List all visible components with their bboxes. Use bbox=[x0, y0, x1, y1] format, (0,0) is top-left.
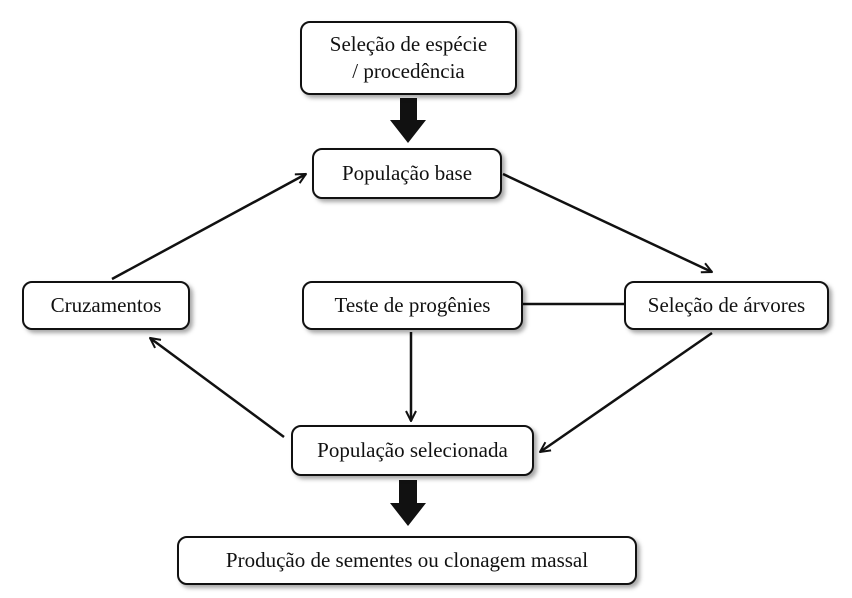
node-teste-progenies: Teste de progênies bbox=[302, 281, 523, 330]
thick-arrow-populacao-selecionada-to-producao bbox=[390, 480, 426, 526]
node-teste-progenies-label: Teste de progênies bbox=[334, 293, 491, 317]
arrow-selecao-arvores-to-populacao-selecionada bbox=[540, 331, 713, 452]
node-populacao-base: População base bbox=[312, 148, 502, 199]
arrow-cruzamentos-to-populacao-base bbox=[111, 172, 306, 281]
thick-arrow-especie-to-base bbox=[390, 98, 426, 143]
arrow-populacao-selecionada-to-cruzamentos bbox=[150, 338, 285, 439]
node-populacao-selecionada-label: População selecionada bbox=[317, 438, 508, 462]
node-cruzamentos: Cruzamentos bbox=[22, 281, 190, 330]
node-selecao-especie: Seleção de espécie / procedência bbox=[300, 21, 517, 95]
node-cruzamentos-label: Cruzamentos bbox=[50, 293, 162, 317]
node-populacao-selecionada: População selecionada bbox=[291, 425, 534, 476]
node-selecao-arvores-label: Seleção de árvores bbox=[647, 293, 806, 317]
node-producao-label: Produção de sementes ou clonagem massal bbox=[225, 548, 589, 572]
node-selecao-arvores: Seleção de árvores bbox=[624, 281, 829, 330]
node-producao: Produção de sementes ou clonagem massal bbox=[177, 536, 637, 585]
arrow-base-to-selecao-arvores bbox=[502, 172, 712, 272]
node-selecao-especie-line1: Seleção de espécie bbox=[329, 32, 488, 56]
node-selecao-especie-line2: / procedência bbox=[352, 59, 465, 83]
node-populacao-base-label: População base bbox=[341, 161, 473, 185]
